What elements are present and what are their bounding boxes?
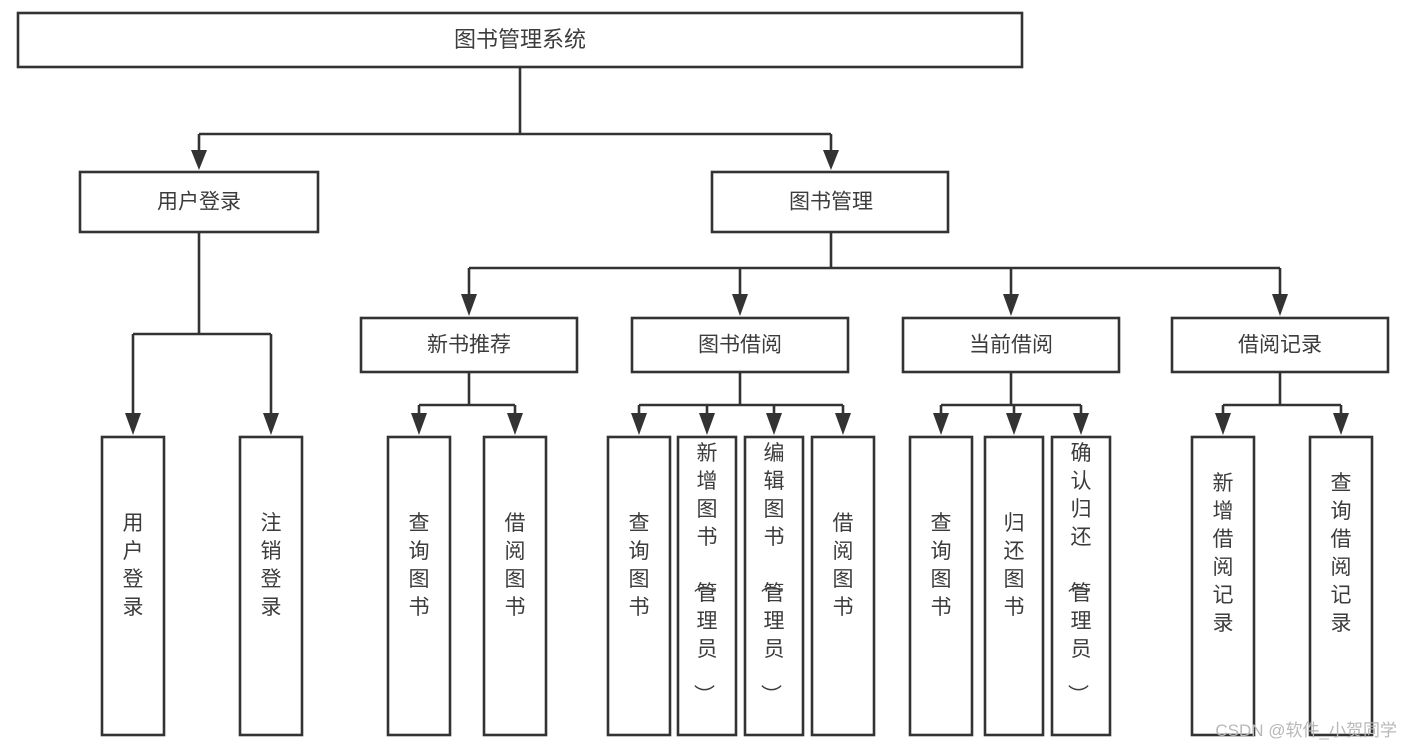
- leaf-box: [1308, 435, 1374, 737]
- arrow-borrow-leaf-3: [766, 413, 782, 435]
- node-book-management[interactable]: 图书管理: [710, 170, 950, 234]
- node-root-label: 图书管理系统: [454, 27, 586, 52]
- leaf-node-return-books[interactable]: 归还图书: [983, 435, 1045, 737]
- leaf-label: 借阅图书: [505, 512, 526, 619]
- leaf-label: 编辑图书（管理员）: [759, 442, 785, 705]
- arrow-borrow-leaf-4: [835, 413, 851, 435]
- arrow-records-leaf-2: [1333, 413, 1349, 435]
- node-borrow-records[interactable]: 借阅记录: [1170, 316, 1390, 374]
- arrow-user-login-leaf-2: [263, 413, 279, 435]
- node-borrow-records-label: 借阅记录: [1238, 334, 1322, 357]
- leaf-box: [606, 435, 672, 737]
- leaf-box: [100, 435, 166, 737]
- arrow-new-books-leaf-1: [411, 413, 427, 435]
- leaf-box: [983, 435, 1045, 737]
- connector-layer: [125, 67, 1349, 435]
- leaf-box: [676, 435, 738, 737]
- leaf-node-borrow-books-borrow[interactable]: 借阅图书: [810, 435, 876, 737]
- leaf-label: 新增借阅记录: [1213, 472, 1234, 635]
- arrow-root-to-user-login: [191, 150, 207, 170]
- leaf-label: 查询图书: [629, 512, 650, 619]
- node-root-system[interactable]: 图书管理系统: [16, 11, 1024, 69]
- leaf-box: [238, 435, 304, 737]
- node-book-borrow[interactable]: 图书借阅: [630, 316, 850, 374]
- node-new-book-recommend-box: [359, 316, 579, 374]
- arrow-borrow-leaf-2: [699, 413, 715, 435]
- node-user-login-label: 用户登录: [157, 191, 241, 214]
- node-root-box: [16, 11, 1024, 69]
- node-current-borrow-box: [901, 316, 1121, 374]
- node-borrow-records-box: [1170, 316, 1390, 374]
- node-current-borrow[interactable]: 当前借阅: [901, 316, 1121, 374]
- leaf-box: [1190, 435, 1256, 737]
- leaf-label: 借阅图书: [833, 512, 854, 619]
- leaf-node-edit-book-admin[interactable]: 编辑图书（管理员）: [743, 435, 805, 737]
- leaf-node-add-borrow-record[interactable]: 新增借阅记录: [1190, 435, 1256, 737]
- arrow-book-mgmt-to-borrow: [732, 294, 748, 316]
- leaf-node-confirm-return-admin[interactable]: 确认归还（管理员）: [1050, 435, 1112, 737]
- node-book-management-label: 图书管理: [789, 191, 873, 214]
- leaf-node-borrow-books-newbook[interactable]: 借阅图书: [482, 435, 548, 737]
- arrow-current-leaf-3: [1073, 413, 1089, 435]
- leaf-label: 查询图书: [409, 512, 430, 619]
- leaf-node-add-book-admin[interactable]: 新增图书（管理员）: [676, 435, 738, 737]
- leaf-box: [386, 435, 452, 737]
- leaf-label: 查询借阅记录: [1331, 472, 1352, 635]
- leaf-node-user-login[interactable]: 用户登录: [100, 435, 166, 737]
- leaf-box: [908, 435, 974, 737]
- arrow-current-leaf-1: [933, 413, 949, 435]
- node-book-management-box: [710, 170, 950, 234]
- leaf-box: [482, 435, 548, 737]
- node-user-login-box: [78, 170, 320, 234]
- arrow-book-mgmt-to-new-books: [461, 294, 477, 316]
- leaf-box: [1050, 435, 1112, 737]
- leaf-label: 确认归还（管理员）: [1066, 442, 1092, 705]
- node-new-book-recommend-label: 新书推荐: [427, 334, 511, 357]
- leaf-node-query-books-newbook[interactable]: 查询图书: [386, 435, 452, 737]
- arrow-new-books-leaf-2: [507, 413, 523, 435]
- leaf-node-query-borrow-record[interactable]: 查询借阅记录: [1308, 435, 1374, 737]
- leaf-label: 归还图书: [1004, 512, 1025, 619]
- node-user-login[interactable]: 用户登录: [78, 170, 320, 234]
- leaf-box: [743, 435, 805, 737]
- leaf-label: 用户登录: [123, 512, 144, 619]
- arrow-records-leaf-1: [1215, 413, 1231, 435]
- arrow-root-to-book-mgmt: [823, 150, 839, 170]
- node-book-borrow-label: 图书借阅: [698, 334, 782, 357]
- node-book-borrow-box: [630, 316, 850, 374]
- arrow-book-mgmt-to-current: [1003, 294, 1019, 316]
- leaf-node-logout[interactable]: 注销登录: [238, 435, 304, 737]
- arrow-user-login-leaf-1: [125, 413, 141, 435]
- arrow-current-leaf-2: [1006, 413, 1022, 435]
- leaf-label: 注销登录: [261, 512, 282, 619]
- arrow-borrow-leaf-1: [631, 413, 647, 435]
- leaf-label: 查询图书: [931, 512, 952, 619]
- leaf-box: [810, 435, 876, 737]
- node-current-borrow-label: 当前借阅: [969, 334, 1053, 357]
- node-new-book-recommend[interactable]: 新书推荐: [359, 316, 579, 374]
- leaf-label: 新增图书（管理员）: [692, 442, 718, 705]
- arrow-book-mgmt-to-records: [1272, 294, 1288, 316]
- leaf-node-query-books-current[interactable]: 查询图书: [908, 435, 974, 737]
- leaf-node-query-books-borrow[interactable]: 查询图书: [606, 435, 672, 737]
